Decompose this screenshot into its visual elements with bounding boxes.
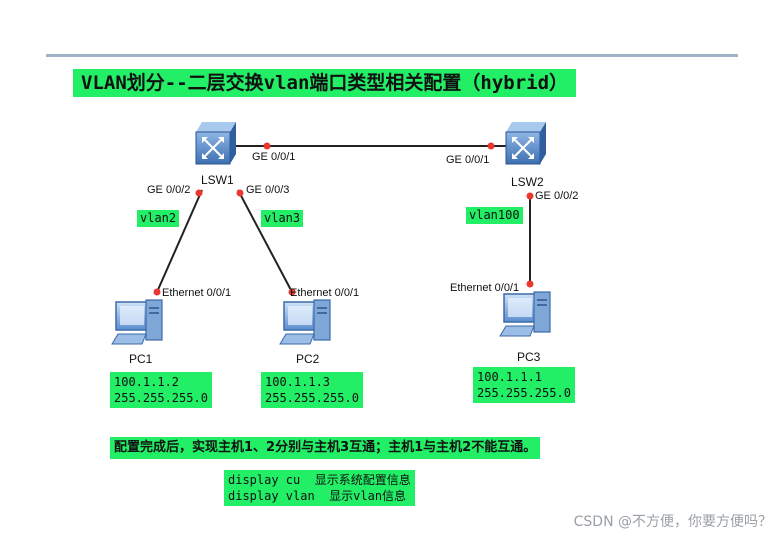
pc2-ip-box: 100.1.1.3 255.255.255.0 — [261, 372, 363, 408]
pc1-ip-box: 100.1.1.2 255.255.255.0 — [110, 372, 212, 408]
port-dot-pc2-eth — [288, 288, 296, 296]
pc1-mask: 255.255.255.0 — [114, 391, 208, 405]
port-dot-pc3-eth — [526, 280, 534, 288]
pc1-icon — [111, 299, 163, 345]
link-lsw1-pc1 — [156, 189, 203, 293]
port-label-pc1-eth: Ethernet 0/0/1 — [162, 287, 232, 299]
port-dot-lsw2-ge001 — [487, 142, 495, 150]
port-label-lsw2-ge002: GE 0/0/2 — [535, 190, 579, 202]
switch-lsw1-icon — [195, 122, 236, 165]
pc3-ip-box: 100.1.1.1 255.255.255.0 — [473, 367, 575, 403]
switch-lsw2-icon — [505, 122, 546, 165]
pc1-label: PC1 — [129, 352, 153, 366]
pc3-label: PC3 — [517, 350, 541, 364]
pc2-icon — [279, 299, 331, 345]
vlan-tag-vlan3: vlan3 — [261, 210, 304, 227]
pc3-mask: 255.255.255.0 — [477, 386, 571, 400]
port-label-lsw1-ge001: GE 0/0/1 — [252, 151, 296, 163]
switch-lsw1-label: LSW1 — [201, 173, 234, 187]
pc3-icon — [499, 291, 551, 337]
port-dot-lsw1-ge002 — [195, 189, 203, 197]
pc2-ip: 100.1.1.3 — [265, 375, 331, 389]
vlan-tag-vlan100: vlan100 — [466, 207, 523, 224]
port-label-lsw1-ge003: GE 0/0/3 — [246, 184, 290, 196]
top-divider — [46, 54, 738, 57]
switch-lsw2-label: LSW2 — [511, 175, 544, 189]
port-dot-lsw1-ge001 — [263, 142, 271, 150]
csdn-watermark: CSDN @不方便，你要方便吗？ — [573, 514, 772, 530]
diagram-title: VLAN划分--二层交换vlan端口类型相关配置（hybrid） — [73, 69, 577, 97]
port-label-pc2-eth: Ethernet 0/0/1 — [290, 287, 360, 299]
pc2-mask: 255.255.255.0 — [265, 391, 359, 405]
port-dot-lsw2-ge002 — [526, 192, 534, 200]
pc1-ip: 100.1.1.2 — [114, 375, 180, 389]
pc2-label: PC2 — [296, 352, 320, 366]
link-lsw1-pc2 — [237, 189, 293, 293]
vlan-tag-vlan2: vlan2 — [137, 210, 180, 227]
port-label-lsw2-ge001: GE 0/0/1 — [446, 154, 490, 166]
port-label-lsw1-ge002: GE 0/0/2 — [147, 184, 191, 196]
configuration-goal-note: 配置完成后，实现主机1、2分别与主机3互通；主机1与主机2不能互通。 — [110, 437, 541, 459]
command-display-cu: display cu 显示系统配置信息 — [228, 473, 411, 487]
port-dot-pc1-eth — [153, 288, 161, 296]
command-list: display cu 显示系统配置信息 display vlan 显示vlan信… — [224, 470, 415, 506]
port-dot-lsw1-ge003 — [236, 189, 244, 197]
pc3-ip: 100.1.1.1 — [477, 370, 543, 384]
command-display-vlan: display vlan 显示vlan信息 — [228, 489, 407, 503]
port-label-pc3-eth: Ethernet 0/0/1 — [450, 282, 520, 294]
